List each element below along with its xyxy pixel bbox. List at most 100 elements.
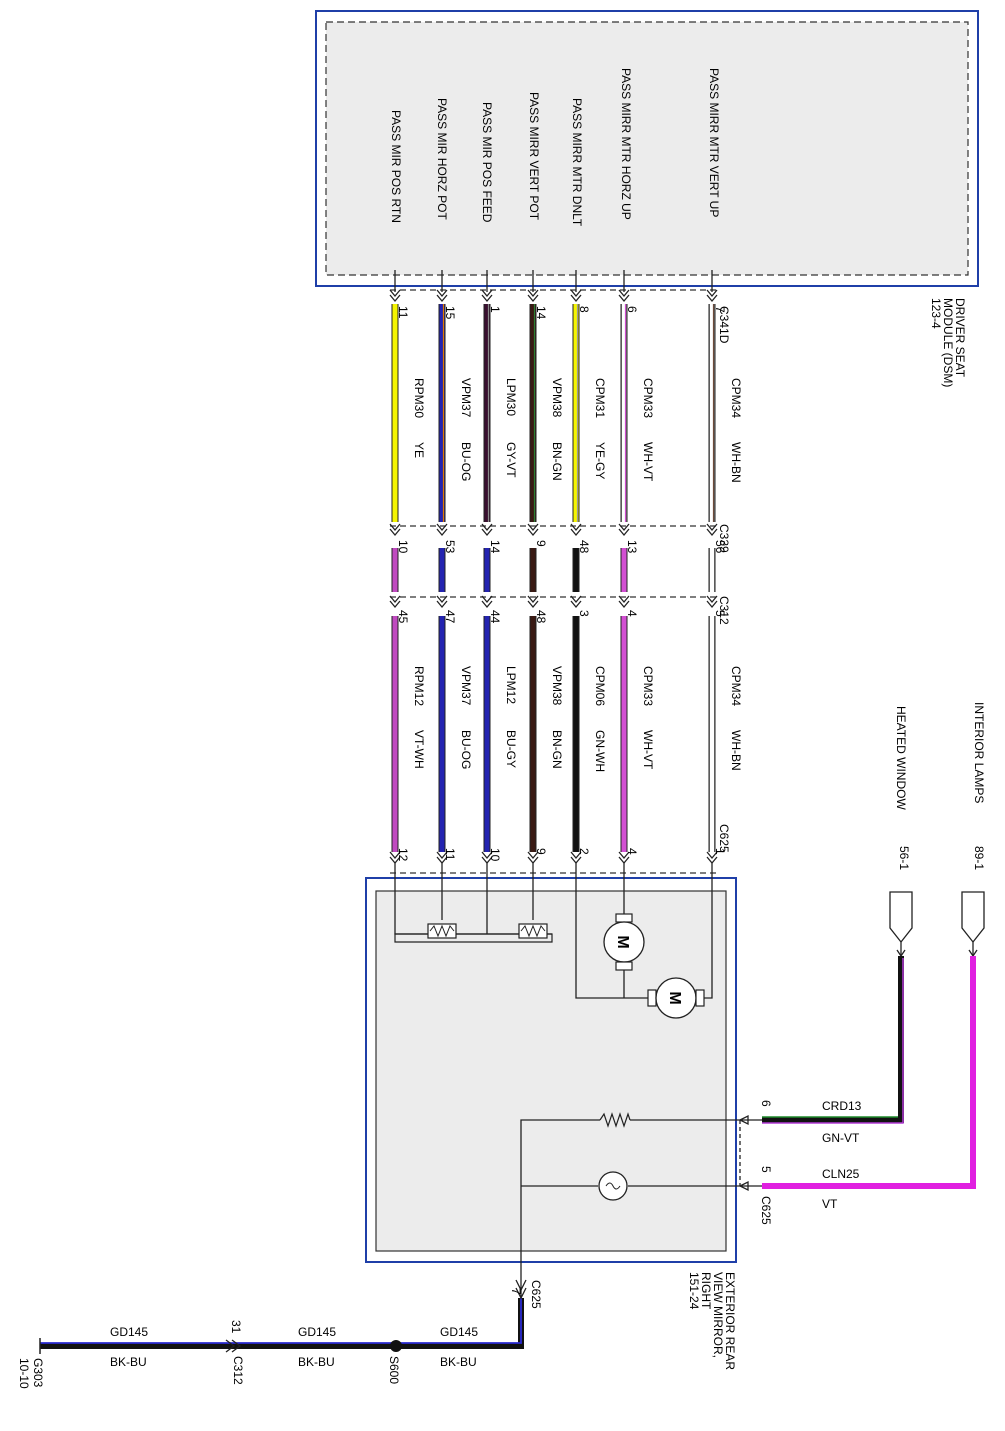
ground-segment-color: BK-BU — [110, 1355, 147, 1369]
ground-segment-color: BK-BU — [440, 1355, 477, 1369]
c339-pin-number: 48 — [577, 540, 591, 554]
connector-arrow — [618, 528, 630, 537]
potentiometer-vertical — [518, 923, 548, 939]
connector-arrow — [618, 294, 630, 303]
heated-window-pin: 6 — [759, 1100, 773, 1107]
lower-circuit-color: BU-OG — [459, 730, 473, 769]
connector-arrow — [570, 600, 582, 609]
c625-pin-number: 10 — [488, 848, 502, 862]
c312-pin-number: 45 — [396, 610, 410, 624]
c625-pin-number: 1 — [713, 848, 727, 855]
connector-arrow — [389, 851, 401, 860]
connector-arrow — [481, 528, 493, 537]
motor-symbol: M — [666, 991, 683, 1004]
connector-arrow — [389, 528, 401, 537]
connector-arrow — [706, 595, 718, 604]
connector-arrow — [527, 289, 539, 298]
upper-circuit-color: WH-VT — [641, 442, 655, 482]
interior-lamps-color: VT — [822, 1197, 838, 1211]
connector-arrow — [618, 851, 630, 860]
connector-arrow — [436, 528, 448, 537]
c339-pin-number: 56 — [713, 540, 727, 554]
lower-circuit-color: VT-WH — [412, 730, 426, 769]
ground-circuit: 7 C625 GD145 BK-BU S600 GD145 BK-BU 31 C… — [17, 1279, 543, 1389]
connector-arrow — [389, 595, 401, 604]
c312-pin-number: 4 — [625, 610, 639, 617]
c312-pin-number: 3 — [577, 610, 591, 617]
feed-arrows — [738, 1114, 749, 1192]
mirror-internal-bus — [394, 933, 553, 943]
connector-arrow — [527, 851, 539, 860]
dsm-pin-label: PASS MIRR VERT POT — [527, 92, 541, 221]
ground-segment-circuit: GD145 — [298, 1325, 336, 1339]
lower-circuit-color: BU-GY — [504, 730, 518, 768]
upper-circuit-color: YE — [412, 442, 426, 458]
interior-lamps-connector-icon — [961, 891, 985, 944]
ground-c625-label: C625 — [529, 1280, 543, 1309]
connector-arrow — [706, 851, 718, 860]
ground-c625-pin: 7 — [509, 1288, 523, 1295]
ground-c312-label: C312 — [231, 1356, 245, 1385]
heater-element-icon — [599, 1112, 631, 1128]
connector-arrow — [570, 294, 582, 303]
connector-arrow — [481, 851, 493, 860]
connector-c625-label: C625 — [717, 824, 731, 853]
heated-window-circuit: CRD13 — [822, 1099, 862, 1113]
c625-pin-number: 11 — [443, 848, 457, 861]
c625-pin-number: 9 — [534, 848, 548, 855]
connector-arrow — [527, 528, 539, 537]
ground-c312-pin: 31 — [229, 1320, 243, 1334]
c341d-pin-number: 14 — [534, 306, 548, 320]
dsm-title-line: MODULE (DSM) — [941, 298, 955, 387]
wire-group — [389, 270, 718, 865]
connector-arrow — [570, 851, 582, 860]
c341d-pin-number: 11 — [396, 306, 410, 319]
lower-circuit-id: CPM34 — [729, 666, 743, 706]
mirror-title-line: 151-24 — [687, 1272, 701, 1310]
c339-pin-number: 13 — [625, 540, 639, 554]
upper-circuit-color: WH-BN — [729, 442, 743, 483]
dsm-pin-label: PASS MIR POS RTN — [389, 110, 403, 223]
ground-segment-circuit: GD145 — [440, 1325, 478, 1339]
dsm-pin-label: PASS MIRR MTR VERT UP — [707, 68, 721, 217]
c341d-pin-number: 8 — [577, 306, 591, 313]
motor-symbol: M — [614, 935, 631, 948]
lower-circuit-id: VPM38 — [550, 666, 564, 706]
connector-arrow — [570, 523, 582, 532]
lower-circuit-color: GN-WH — [593, 730, 607, 772]
c312-pin-number: 44 — [488, 610, 502, 624]
connector-arrow — [481, 595, 493, 604]
heated-window-label: HEATED WINDOW — [894, 706, 908, 810]
lower-circuit-id: VPM37 — [459, 666, 473, 706]
dsm-pin-label: PASS MIRR MTR HORZ UP — [619, 68, 633, 220]
lower-circuit-color: WH-BN — [729, 730, 743, 771]
connector-arrow — [436, 294, 448, 303]
c625-pin-number: 12 — [396, 848, 410, 862]
splice-s600-icon — [390, 1340, 402, 1352]
connector-arrow — [570, 528, 582, 537]
connector-arrow — [570, 289, 582, 298]
exterior-mirror-module: EXTERIOR REAR VIEW MIRROR, RIGHT 151-24 — [365, 862, 762, 1370]
upper-circuit-id: CPM31 — [593, 378, 607, 418]
dsm-pin-label: PASS MIR POS FEED — [480, 102, 494, 223]
potentiometer-horizontal — [427, 923, 457, 939]
connector-arrow — [570, 595, 582, 604]
c339-pin-number: 10 — [396, 540, 410, 554]
heated-window-connector-icon — [889, 891, 913, 944]
connector-arrow — [436, 851, 448, 860]
driver-seat-module: PASS MIRR MTR VERT UP PASS MIRR MTR HORZ… — [315, 10, 979, 387]
connector-arrow — [389, 600, 401, 609]
c341d-pin-number: 6 — [625, 306, 639, 313]
connector-arrow — [481, 600, 493, 609]
upper-circuit-id: LPM30 — [504, 378, 518, 416]
connector-c312-label: C312 — [717, 596, 731, 625]
dsm-title-line: DRIVER SEAT — [953, 298, 967, 378]
splice-s600-label: S600 — [387, 1356, 401, 1384]
c339-pin-number: 14 — [488, 540, 502, 554]
connector-arrow — [706, 294, 718, 303]
dsm-title-line: 123-4 — [929, 298, 943, 329]
upper-circuit-id: RPM30 — [412, 378, 426, 418]
upper-circuit-color: BU-OG — [459, 442, 473, 481]
lower-circuit-id: RPM12 — [412, 666, 426, 706]
